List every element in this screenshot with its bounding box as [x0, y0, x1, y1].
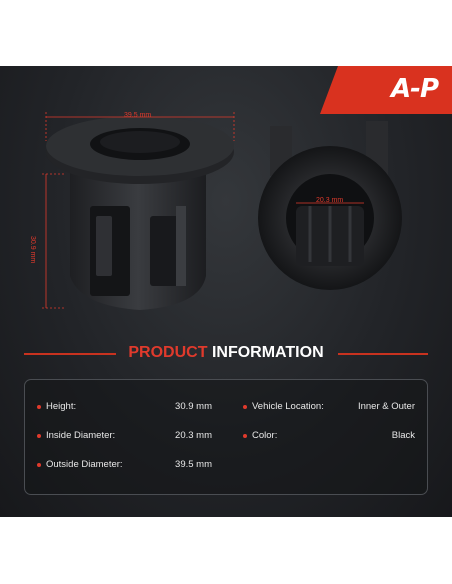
width-dimension-label: 39.5 mm	[124, 112, 152, 119]
dimension-lines	[42, 112, 364, 309]
title-divider-left	[24, 353, 116, 355]
spec-row-color: Color: Black	[243, 430, 415, 444]
sensor-holder-front-view	[258, 121, 402, 290]
height-dimension-label: 30.9 mm	[29, 236, 36, 264]
bullet-icon	[243, 405, 247, 409]
product-panel: A-P	[0, 66, 452, 517]
spec-row-vehicle-location: Vehicle Location: Inner & Outer	[243, 401, 415, 415]
brand-logo-text: A-P	[391, 74, 439, 104]
bullet-icon	[37, 434, 41, 438]
bullet-icon	[37, 463, 41, 467]
brand-logo: A-P	[320, 66, 452, 114]
inner-diameter-label: 20.3 mm	[316, 197, 344, 204]
spec-row-inside-diameter: Inside Diameter: 20.3 mm	[37, 430, 212, 444]
section-title: PRODUCT INFORMATION	[0, 344, 452, 364]
title-product: PRODUCT	[128, 344, 208, 361]
bullet-icon	[37, 405, 41, 409]
sensor-holder-side-view	[46, 116, 234, 310]
bullet-icon	[243, 434, 247, 438]
spec-row-height: Height: 30.9 mm	[37, 401, 212, 415]
spec-table: Height: 30.9 mm Inside Diameter: 20.3 mm…	[24, 379, 428, 495]
title-divider-right	[338, 353, 428, 355]
product-illustration	[42, 112, 402, 310]
spec-row-outside-diameter: Outside Diameter: 39.5 mm	[37, 459, 212, 473]
title-information: INFORMATION	[211, 344, 324, 361]
